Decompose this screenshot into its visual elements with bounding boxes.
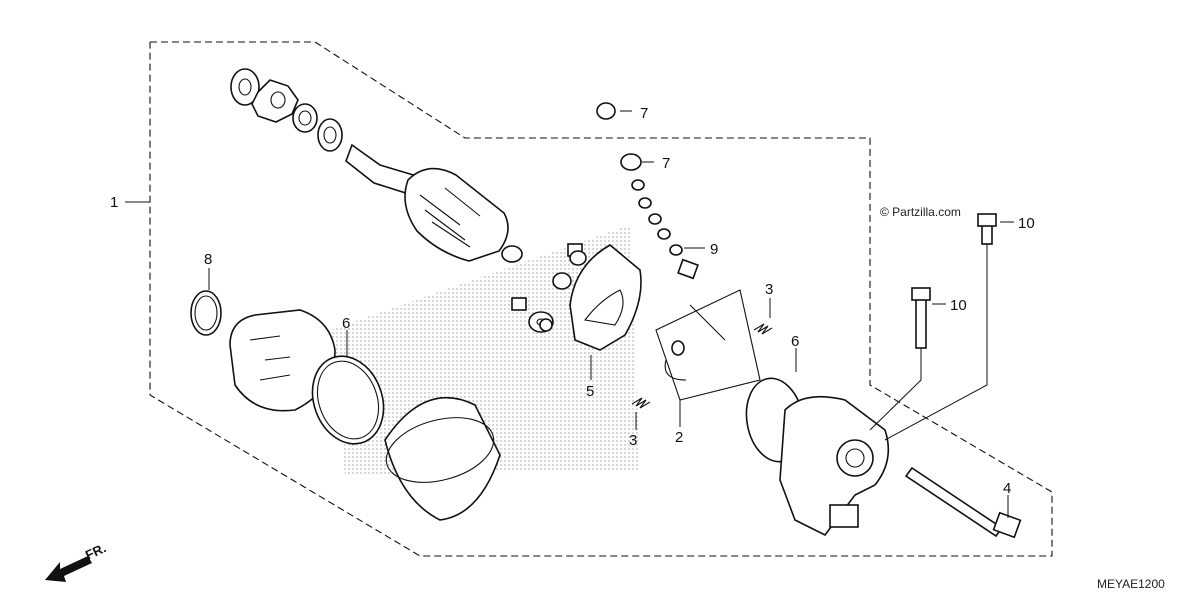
assembly-frame: [149, 41, 1053, 557]
callout-6b: 6: [791, 333, 799, 350]
brush-springs: [631, 323, 773, 409]
mounting-bolts: [904, 213, 1022, 539]
brush-washers-and-bolts: [511, 243, 587, 333]
diagram-code: MEYAE1200: [1097, 577, 1165, 591]
callout-7b: 7: [662, 155, 670, 172]
front-direction-arrow: FR.: [45, 540, 108, 582]
callout-8: 8: [204, 251, 212, 268]
leader-lines: [125, 110, 1014, 518]
watermark-text: © Partzilla.com: [880, 205, 961, 219]
o-ring-6-left: [311, 355, 385, 445]
callout-6a: 6: [342, 315, 350, 332]
callout-labels: 1 2 3 3 4 5 6 6 7 7 8 9 10 10: [110, 105, 1035, 497]
callout-4: 4: [1003, 480, 1011, 497]
callout-2: 2: [675, 429, 683, 446]
yoke-housing: [384, 396, 501, 521]
direction-label: FR.: [83, 540, 108, 562]
arrow-icon: [45, 556, 92, 582]
callout-7a: 7: [640, 105, 648, 122]
terminal-nuts-and-washers: [596, 102, 699, 280]
callout-9: 9: [710, 241, 718, 258]
armature-assembly: [230, 68, 523, 263]
callout-5: 5: [586, 383, 594, 400]
callout-10b: 10: [950, 297, 967, 314]
brush-holder: [569, 244, 642, 351]
callout-1: 1: [110, 194, 118, 211]
callout-10a: 10: [1018, 215, 1035, 232]
o-ring-left: [190, 290, 222, 336]
brush-set: [655, 289, 761, 401]
callout-3a: 3: [765, 281, 773, 298]
rear-cover: [745, 377, 890, 537]
callout-3b: 3: [629, 432, 637, 449]
front-cover: [229, 309, 336, 412]
